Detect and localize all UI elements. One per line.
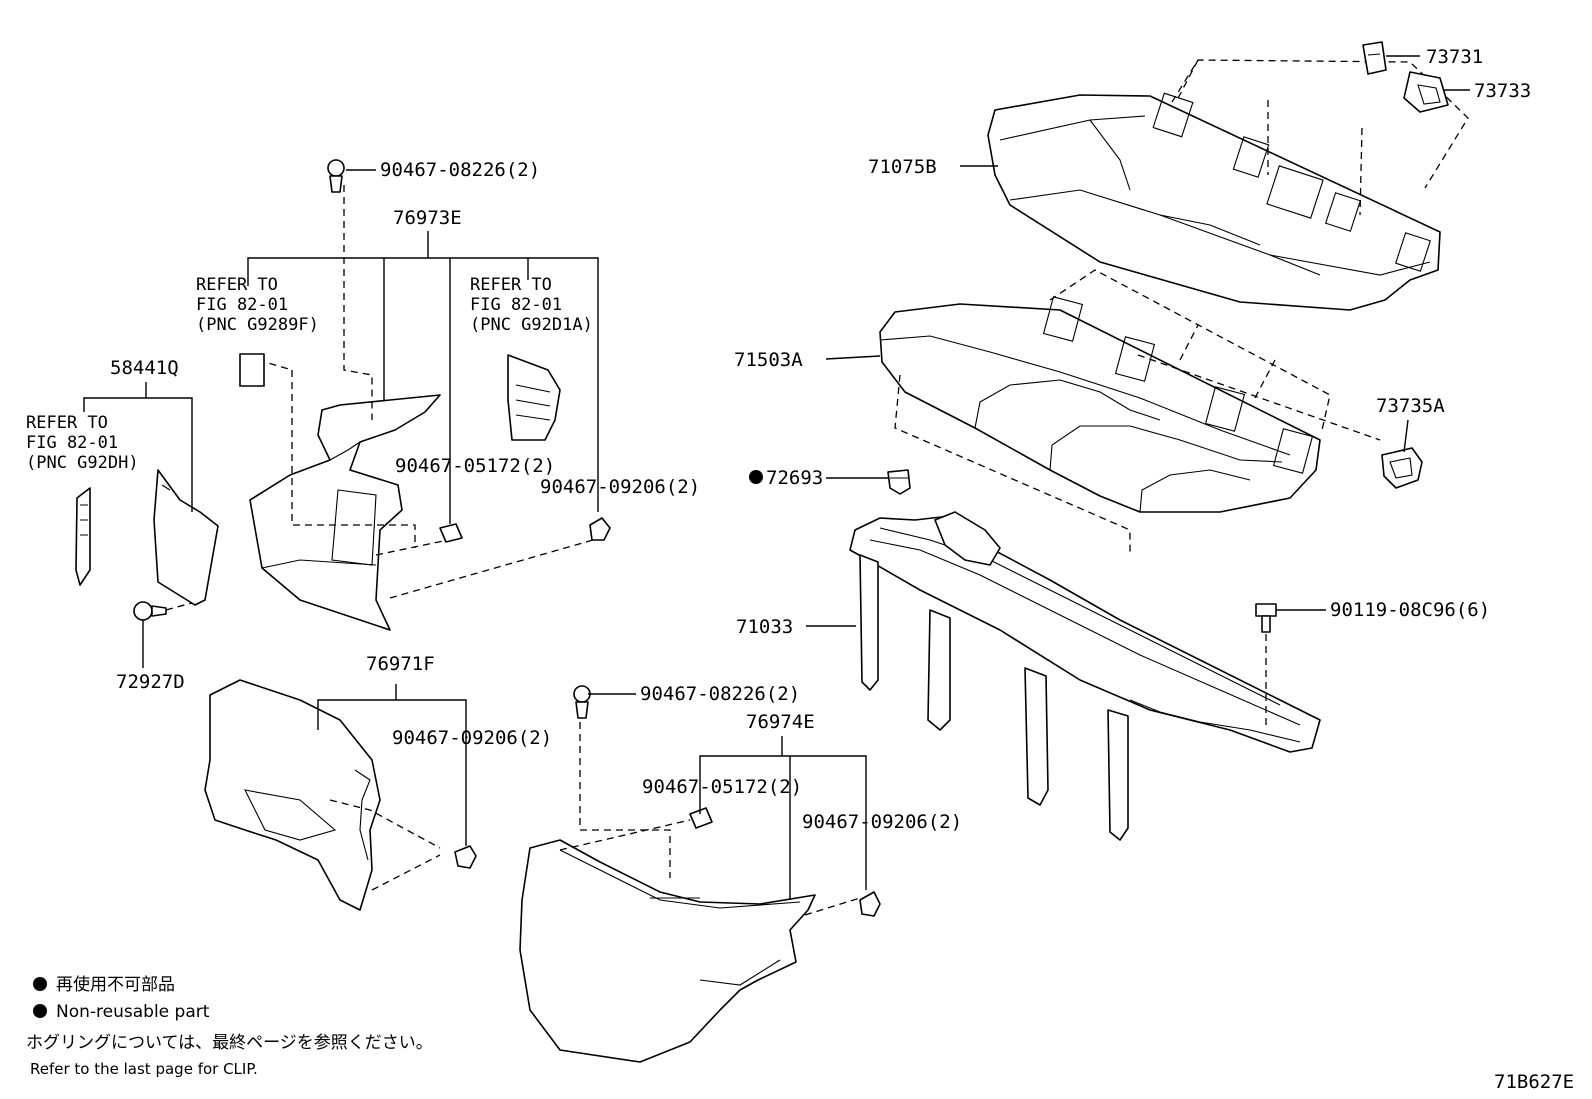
seat-frame-71033 (849, 511, 1321, 841)
clip-90467-09206-top (589, 517, 611, 541)
label-58441q: 58441Q (110, 357, 179, 379)
ref2-line3: (PNC G92D1A) (470, 315, 593, 335)
nonreusable-dot-72693 (749, 470, 763, 484)
label-90467-09206-mid: 90467-09206(2) (392, 727, 552, 749)
ref1-line1: REFER TO (196, 275, 278, 295)
label-73731: 73731 (1426, 46, 1483, 68)
label-90119-08c96: 90119-08C96(6) (1330, 599, 1490, 621)
label-73735a: 73735A (1376, 395, 1445, 417)
label-90467-08226-bot: 90467-08226(2) (640, 683, 800, 705)
ref3-line1: REFER TO (26, 413, 108, 433)
label-90467-05172-bot: 90467-05172(2) (642, 776, 802, 798)
clip-90467-09206-bot (859, 891, 881, 917)
legend-nonreusable-en: Non-reusable part (56, 1002, 210, 1022)
label-90467-09206-top: 90467-09206(2) (540, 476, 700, 498)
reference-note-g9289f: REFER TO FIG 82-01 (PNC G9289F) (196, 275, 319, 335)
seat-cushion-71503a (879, 269, 1381, 555)
clip-73733 (1403, 71, 1449, 113)
label-71075b: 71075B (868, 156, 937, 178)
label-72927d: 72927D (116, 671, 185, 693)
label-90467-09206-bot: 90467-09206(2) (802, 811, 962, 833)
ref1-line2: FIG 82-01 (196, 295, 288, 315)
patch-ref1 (239, 353, 265, 387)
label-71033: 71033 (736, 616, 793, 638)
legend-nonreusable-jp: 再使用不可部品 (56, 974, 175, 995)
side-trim-76973e (249, 185, 601, 631)
label-90467-08226-top: 90467-08226(2) (380, 159, 540, 181)
label-73733: 73733 (1474, 80, 1531, 102)
screw-72927d (133, 601, 193, 621)
clip-90467-08226-bot (573, 685, 591, 719)
ref2-line2: FIG 82-01 (470, 295, 562, 315)
clip-90467-05172-bot (689, 807, 713, 829)
ref1-line3: (PNC G9289F) (196, 315, 319, 335)
clip-note-jp: ホグリングについては、最終ページを参照ください。 (26, 1033, 433, 1053)
clip-72693 (887, 469, 911, 495)
strip-ref3 (75, 487, 91, 586)
figure-code: 71B627E (1494, 1071, 1574, 1093)
rear-trim-76974e (519, 710, 861, 1063)
ref3-line2: FIG 82-01 (26, 433, 118, 453)
seatback-cover-71075b (987, 59, 1469, 311)
label-76974e: 76974E (746, 711, 815, 733)
clip-73735a (1381, 447, 1423, 489)
label-71503a: 71503A (734, 349, 803, 371)
pad-ref2 (507, 354, 561, 441)
label-76973e: 76973E (393, 207, 462, 229)
clip-note-en: Refer to the last page for CLIP. (30, 1060, 258, 1078)
ref2-line1: REFER TO (470, 275, 552, 295)
clip-90467-08226-top (327, 159, 345, 193)
legend-dot-jp (33, 977, 47, 991)
clip-90467-05172-top (439, 523, 463, 543)
bolt-90119 (1255, 603, 1277, 633)
side-trim-76971f (204, 679, 441, 911)
label-90467-05172-top: 90467-05172(2) (395, 455, 555, 477)
clip-73731 (1362, 41, 1387, 75)
legend-dot-en (33, 1004, 47, 1018)
trim-58441q (153, 469, 219, 606)
clip-90467-09206-mid (454, 845, 477, 869)
legend: 再使用不可部品 Non-reusable part ホグリングについては、最終ペ… (26, 974, 433, 1078)
label-76971f: 76971F (366, 653, 435, 675)
leader-lines (83, 55, 1470, 900)
label-72693: 72693 (766, 467, 823, 489)
reference-note-g92d1a: REFER TO FIG 82-01 (PNC G92D1A) (470, 275, 593, 335)
ref3-line3: (PNC G92DH) (26, 453, 139, 473)
reference-note-g92dh: REFER TO FIG 82-01 (PNC G92DH) (26, 413, 139, 473)
